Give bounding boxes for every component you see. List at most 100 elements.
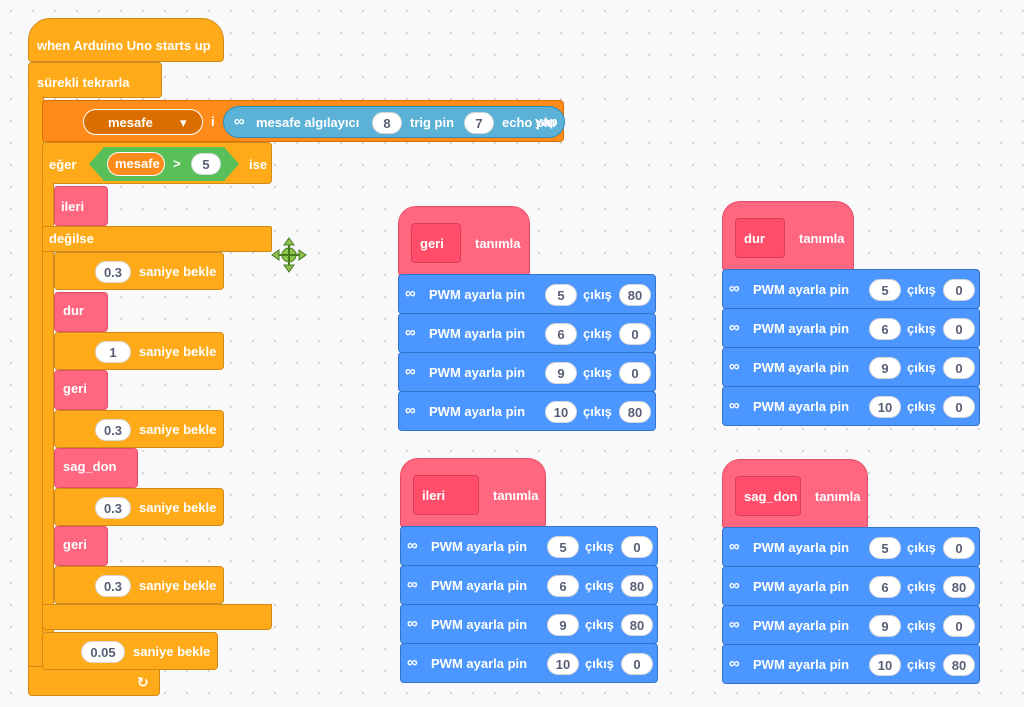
final-wait-block[interactable]: 0.05 saniye bekle	[42, 632, 218, 670]
call-block[interactable]: geri	[54, 526, 108, 566]
call-block[interactable]: dur	[54, 292, 108, 332]
move-cursor-icon	[271, 237, 307, 273]
arduino-infinity-icon: ∞	[405, 285, 416, 302]
wait-seconds-input[interactable]: 0.3	[95, 497, 131, 519]
pin-input[interactable]: 9	[869, 615, 901, 637]
call-label: geri	[63, 381, 87, 396]
pin-input[interactable]: 5	[869, 279, 901, 301]
hat-block[interactable]: when Arduino Uno starts up	[28, 18, 224, 62]
pwm-label: PWM ayarla pin	[753, 540, 850, 555]
call-ileri-block[interactable]: ileri	[54, 186, 108, 226]
echo-pin-input[interactable]: 7	[464, 112, 494, 134]
output-value-input[interactable]: 0	[943, 615, 975, 637]
output-value-input[interactable]: 80	[943, 654, 975, 676]
output-value-input[interactable]: 80	[943, 576, 975, 598]
wait-seconds-input[interactable]: 0.3	[95, 261, 131, 283]
output-value-input[interactable]: 80	[621, 614, 653, 636]
pwm-label: PWM ayarla pin	[429, 365, 526, 380]
call-block[interactable]: geri	[54, 370, 108, 410]
pin-input[interactable]: 5	[547, 536, 579, 558]
forever-loop-block[interactable]: sürekli tekrarla	[28, 62, 162, 98]
pin-input[interactable]: 10	[545, 401, 577, 423]
output-value-input[interactable]: 0	[621, 653, 653, 675]
chevron-down-icon: ▾	[180, 115, 187, 130]
pin-input[interactable]: 6	[545, 323, 577, 345]
define-label: tanımla	[799, 231, 845, 246]
pin-input[interactable]: 9	[869, 357, 901, 379]
greater-than-block[interactable]: mesafe > 5	[89, 147, 239, 181]
else-header: değilse	[42, 226, 272, 252]
output-value-input[interactable]: 0	[943, 357, 975, 379]
distance-variable-reporter[interactable]: mesafe	[107, 152, 165, 176]
output-value-input[interactable]: 0	[943, 396, 975, 418]
pwm-label: PWM ayarla pin	[431, 578, 528, 593]
arduino-infinity-icon: ∞	[729, 397, 740, 414]
output-value-input[interactable]: 0	[943, 537, 975, 559]
variable-dropdown[interactable]: mesafe ▾	[83, 109, 203, 135]
define-name: geri	[420, 236, 444, 251]
output-value-input[interactable]: 0	[619, 362, 651, 384]
wait-seconds-input[interactable]: 0.05	[81, 641, 125, 663]
if-else-block[interactable]: eğer mesafe > 5 ise	[42, 142, 272, 184]
pin-input[interactable]: 9	[547, 614, 579, 636]
wait-block[interactable]: 0.3 saniye bekle	[54, 410, 224, 448]
output-label: çıkış	[907, 399, 936, 414]
forever-loop-foot[interactable]: ↻	[28, 666, 160, 696]
output-value-input[interactable]: 0	[943, 318, 975, 340]
pin-input[interactable]: 10	[869, 654, 901, 676]
wait-seconds-input[interactable]: 1	[95, 341, 131, 363]
define-prototype[interactable]: sag_don	[735, 476, 801, 516]
wait-seconds-input[interactable]: 0.3	[95, 575, 131, 597]
wait-label: saniye bekle	[139, 422, 217, 437]
distance-sensor-block[interactable]: ∞ mesafe algılayıcı 8 trig pin 7 echo pi…	[223, 106, 565, 138]
define-prototype[interactable]: ileri	[413, 475, 479, 515]
pin-input[interactable]: 9	[545, 362, 577, 384]
output-value-input[interactable]: 80	[619, 284, 651, 306]
output-value-input[interactable]: 80	[621, 575, 653, 597]
comparison-value-input[interactable]: 5	[191, 153, 221, 175]
define-dur-block[interactable]: dur tanımla	[722, 201, 854, 271]
pin-input[interactable]: 6	[869, 318, 901, 340]
output-value-input[interactable]: 80	[619, 401, 651, 423]
set-variable-block[interactable]: mesafe ▾ i ∞ mesafe algılayıcı 8 trig pi…	[42, 100, 565, 142]
trig-pin-input[interactable]: 8	[372, 112, 402, 134]
pin-input[interactable]: 5	[869, 537, 901, 559]
define-prototype[interactable]: geri	[411, 223, 461, 263]
arduino-infinity-icon: ∞	[407, 615, 418, 632]
output-value-input[interactable]: 0	[619, 323, 651, 345]
pin-input[interactable]: 5	[545, 284, 577, 306]
pin-input[interactable]: 10	[869, 396, 901, 418]
output-value-input[interactable]: 0	[621, 536, 653, 558]
output-value-input[interactable]: 0	[943, 279, 975, 301]
pin-input[interactable]: 6	[869, 576, 901, 598]
call-block[interactable]: sag_don	[54, 448, 138, 488]
define-prototype[interactable]: dur	[735, 218, 785, 258]
wait-seconds-input[interactable]: 0.3	[95, 419, 131, 441]
pin-input[interactable]: 6	[547, 575, 579, 597]
pin-input[interactable]: 10	[547, 653, 579, 675]
arduino-infinity-icon: ∞	[405, 402, 416, 419]
